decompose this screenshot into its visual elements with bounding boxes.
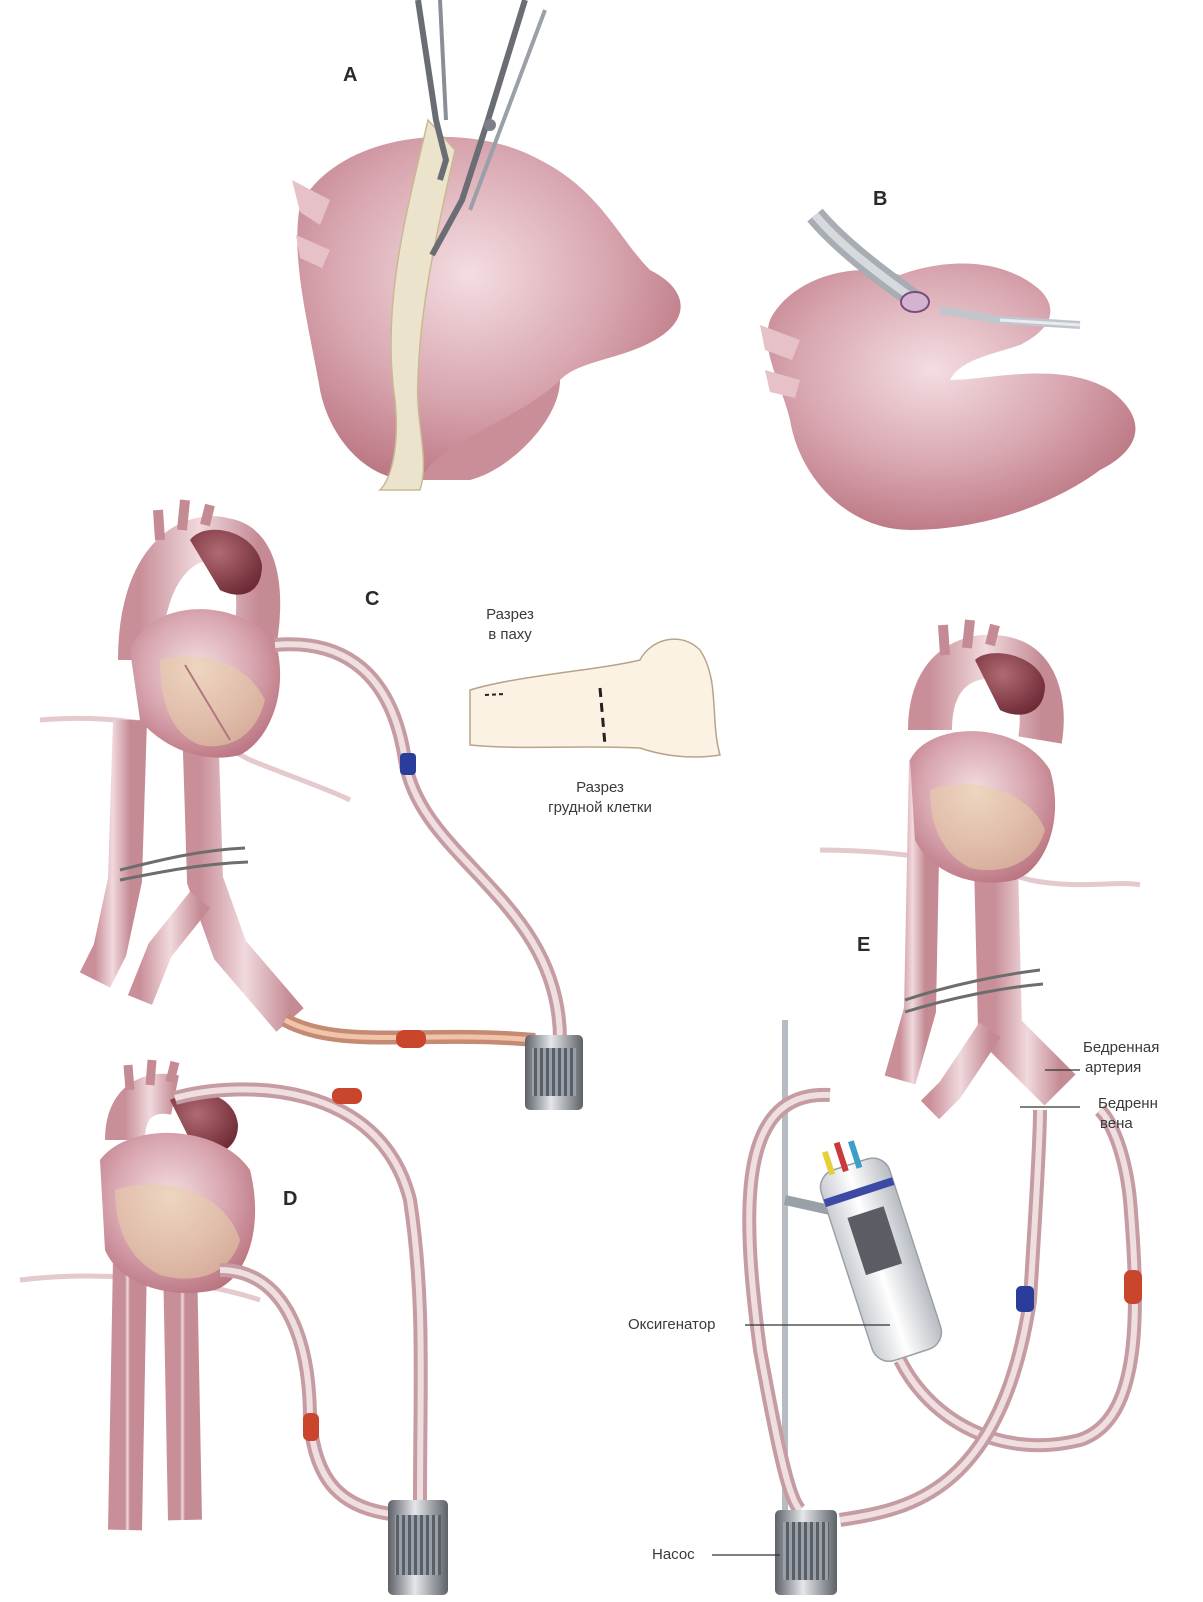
pump-label: Насос: [652, 1545, 695, 1565]
panel-c-inset-drawing: [470, 639, 720, 757]
panel-label-e: E: [857, 934, 870, 957]
femoral-artery-line1: Бедренная: [1083, 1038, 1159, 1058]
panel-label-a: A: [343, 64, 357, 87]
panel-b-drawing: [760, 215, 1135, 530]
groin-incision-label: Разрез в паху: [455, 605, 565, 645]
chest-incision-line1: Разрез: [520, 778, 680, 798]
femoral-vein-label: Бедренн вена: [1098, 1094, 1158, 1134]
oxygenator-label: Оксигенатор: [628, 1315, 715, 1335]
femoral-artery-line2: артерия: [1083, 1058, 1159, 1078]
panel-d-drawing: [20, 1060, 448, 1595]
panel-e-drawing: [712, 620, 1142, 1595]
groin-incision-line1: Разрез: [455, 605, 565, 625]
femoral-vein-line2: вена: [1098, 1114, 1158, 1134]
femoral-vein-line1: Бедренн: [1098, 1094, 1158, 1114]
panel-label-c: C: [365, 588, 379, 611]
groin-incision-line2: в паху: [455, 625, 565, 645]
panel-label-d: D: [283, 1188, 297, 1211]
chest-incision-label: Разрез грудной клетки: [520, 778, 680, 818]
chest-incision-line2: грудной клетки: [520, 798, 680, 818]
panel-c-drawing: [40, 500, 583, 1110]
panel-label-b: B: [873, 188, 887, 211]
femoral-artery-label: Бедренная артерия: [1083, 1038, 1159, 1078]
